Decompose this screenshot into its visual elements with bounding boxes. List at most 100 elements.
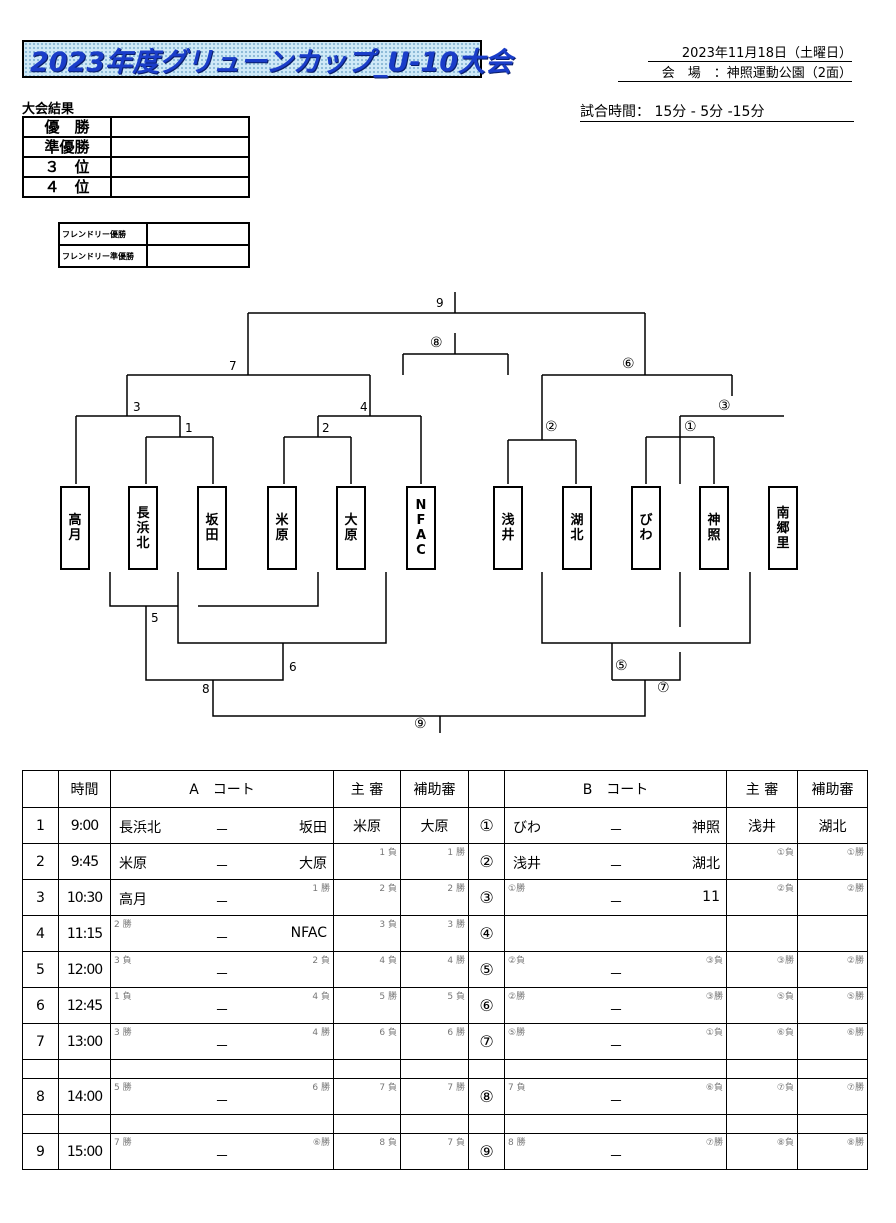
match-right-note: ⑥勝 (312, 1138, 330, 1148)
col-a-assistant: 補助審 (400, 770, 469, 808)
b-match-number: ⑤ (468, 951, 505, 988)
a-ref: 5 勝 (333, 987, 401, 1024)
col-b-assistant: 補助審 (797, 770, 868, 808)
b-ref: ②負 (726, 879, 798, 916)
official-note: 8 負 (379, 1138, 397, 1148)
bracket-label: 6 (289, 660, 297, 674)
b-ast: ②勝 (797, 879, 868, 916)
col-a-referee: 主 審 (333, 770, 401, 808)
bracket-label: ⑥ (622, 356, 635, 372)
official-note: 1 負 (379, 848, 397, 858)
match-dash: － (215, 895, 229, 911)
b-match-number: ② (468, 843, 505, 880)
match-time: 13:00 (58, 1023, 111, 1060)
official-note: 1 勝 (447, 848, 465, 858)
b-ast: ⑦勝 (797, 1078, 868, 1115)
result-label: 優 勝 (22, 116, 112, 138)
official-note: ⑧負 (776, 1138, 794, 1148)
b-match-number: ① (468, 807, 505, 844)
team-box: び わ (631, 486, 661, 570)
match-right-team: NFAC (290, 925, 327, 941)
match-left-team: 高月 (119, 892, 147, 908)
b-ast: ⑧勝 (797, 1133, 868, 1170)
official-note: ⑦勝 (846, 1083, 864, 1093)
official-name: 浅井 (748, 818, 776, 835)
match-dash: － (609, 1003, 623, 1019)
official-note: ⑧勝 (846, 1138, 864, 1148)
match-left-note: ②勝 (508, 992, 526, 1002)
official-note: 4 負 (379, 956, 397, 966)
a-ast: 大原 (400, 807, 469, 844)
official-note: ⑤負 (776, 992, 794, 1002)
match-dash: － (609, 895, 623, 911)
official-note: 2 勝 (447, 884, 465, 894)
match-number: 2 (22, 843, 59, 880)
b-ref: ③勝 (726, 951, 798, 988)
team-box: 湖 北 (562, 486, 592, 570)
bracket-label: ⑤ (615, 658, 628, 674)
match-number: 4 (22, 915, 59, 952)
results-table: 優 勝 準優勝 ３ 位 ４ 位 (22, 116, 250, 198)
match-left-note: ⑤勝 (508, 1028, 526, 1038)
match-time: 11:15 (58, 915, 111, 952)
match-time: 14:00 (58, 1078, 111, 1115)
match-dash: － (609, 1039, 623, 1055)
a-ast: 5 負 (400, 987, 469, 1024)
match-left-team: びわ (513, 820, 541, 836)
a-ref: 8 負 (333, 1133, 401, 1170)
a-ast: 4 勝 (400, 951, 469, 988)
match-right-note: ⑥負 (705, 1083, 723, 1093)
event-date: 2023年11月18日（土曜日） (648, 42, 852, 62)
a-ref: 6 負 (333, 1023, 401, 1060)
a-ref: 4 負 (333, 951, 401, 988)
friendly-label: フレンドリー優勝 (58, 222, 148, 246)
match-time: 試合時間： 15分 - 5分 -15分 (580, 101, 854, 122)
schedule-gap-row (22, 1114, 868, 1134)
team-box: 坂 田 (197, 486, 227, 570)
official-note: 5 勝 (379, 992, 397, 1002)
match-time: 12:45 (58, 987, 111, 1024)
team-name: び わ (639, 513, 653, 543)
a-ast: 6 勝 (400, 1023, 469, 1060)
title-banner: 2023年度グリューンカップ_U-10大会 (22, 40, 512, 78)
result-label: ３ 位 (22, 156, 112, 178)
match-right-team: 湖北 (692, 856, 720, 872)
b-court-match (504, 915, 727, 952)
official-note: ⑥負 (776, 1028, 794, 1038)
official-note: 5 負 (447, 992, 465, 1002)
bracket-label: 8 (202, 682, 210, 696)
match-right-team: 大原 (299, 856, 327, 872)
official-note: ②勝 (846, 956, 864, 966)
team-name: 米 原 (275, 513, 289, 543)
team-box: 長 浜 北 (128, 486, 158, 570)
a-ref: 2 負 (333, 879, 401, 916)
match-time: 9:45 (58, 843, 111, 880)
b-match-number: ⑥ (468, 987, 505, 1024)
match-time: 15:00 (58, 1133, 111, 1170)
match-number: 3 (22, 879, 59, 916)
a-court-match: 1 勝高月－ (110, 879, 334, 916)
official-note: 7 勝 (447, 1083, 465, 1093)
bracket-label: ② (545, 419, 558, 435)
b-ref: ⑤負 (726, 987, 798, 1024)
team-name: 高 月 (68, 513, 82, 543)
b-court-match: びわ神照－ (504, 807, 727, 844)
col-time: 時間 (58, 770, 111, 808)
col-b-court: B コート (504, 770, 727, 808)
match-left-note: 5 勝 (114, 1083, 132, 1093)
team-box: 大 原 (336, 486, 366, 570)
match-right-team: 坂田 (299, 820, 327, 836)
official-note: 6 勝 (447, 1028, 465, 1038)
match-number: 1 (22, 807, 59, 844)
col-a-court: A コート (110, 770, 334, 808)
official-name: 湖北 (818, 818, 847, 835)
